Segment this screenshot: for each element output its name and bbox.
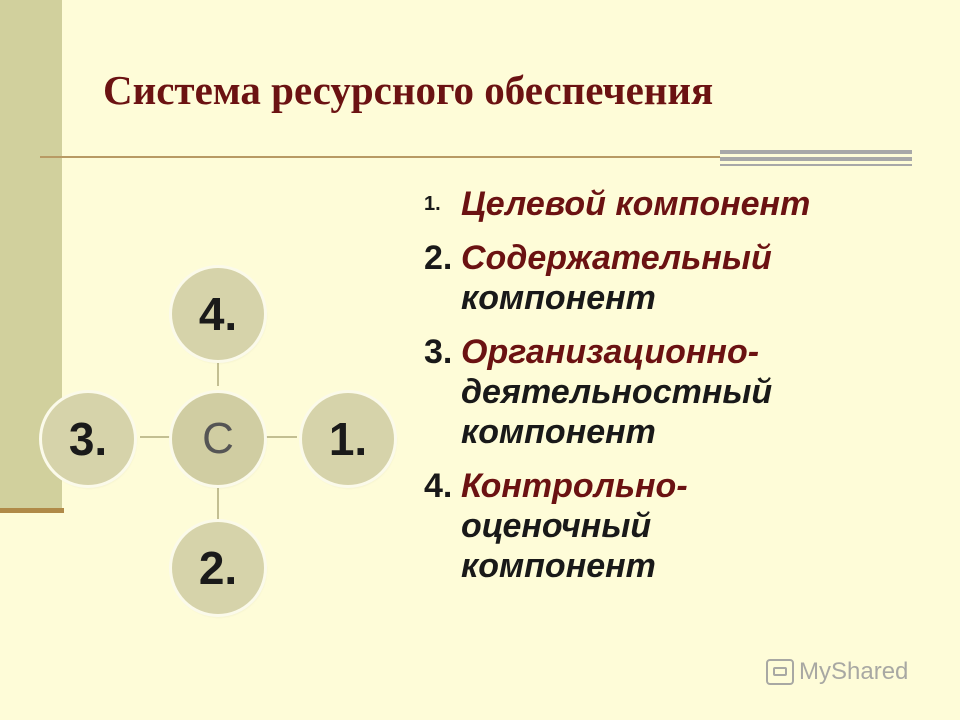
connector-bottom xyxy=(217,488,219,520)
list-item-number: 3. xyxy=(424,333,453,371)
list-item-text: Организационно-деятельностный компонент xyxy=(461,333,773,451)
presentation-icon xyxy=(766,659,794,685)
slide-title: Система ресурсного обеспечения xyxy=(103,67,714,113)
diagram-node-top: 4. xyxy=(172,268,264,360)
diagram-node-left: 3. xyxy=(42,393,134,485)
title-underline xyxy=(40,156,720,158)
connector-right xyxy=(265,436,297,438)
list-item-number: 2. xyxy=(424,239,453,277)
diagram-node-bottom: 2. xyxy=(172,522,264,614)
watermark-text: MyShared xyxy=(799,658,909,685)
list-item: 2. Содержательный компонент xyxy=(424,238,901,318)
diagram-node-center: С xyxy=(172,393,264,485)
left-decor-bar-base xyxy=(0,508,64,513)
list-item-number: 4. xyxy=(424,467,453,505)
component-list: 1. Целевой компонент 2. Содержательный к… xyxy=(424,184,901,600)
list-item: 1. Целевой компонент xyxy=(424,184,901,224)
connector-left xyxy=(140,436,172,438)
diagram-node-right: 1. xyxy=(302,393,394,485)
title-underline-accent xyxy=(720,150,912,166)
list-item: 4. Контрольно-оценочный компонент xyxy=(424,466,901,586)
watermark: MyShared xyxy=(766,658,908,686)
list-item-text: Содержательный компонент xyxy=(461,239,772,317)
list-item-number: 1. xyxy=(424,193,441,215)
list-item: 3. Организационно-деятельностный компоне… xyxy=(424,332,901,452)
list-item-text: Целевой компонент xyxy=(461,185,811,223)
list-item-text: Контрольно-оценочный компонент xyxy=(461,467,688,585)
connector-top xyxy=(217,362,219,386)
